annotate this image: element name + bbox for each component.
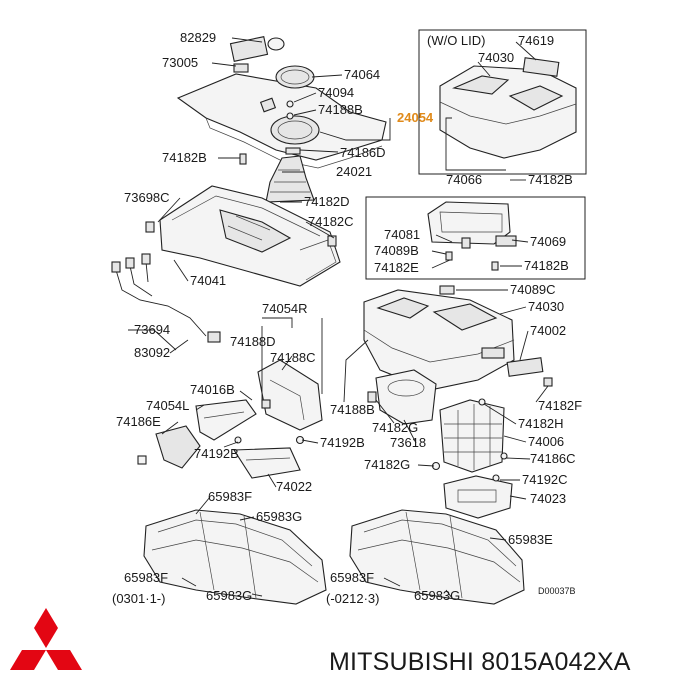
part-labels: (W/O LID) 82829 73005 74064 74094 74188B… [112,30,582,606]
part-label: 74182G [372,420,418,435]
leader-lines [128,37,549,599]
part-number: 8015A042XA [481,648,631,676]
part-label: 74186D [340,145,386,160]
console-lid [427,201,517,271]
part-label: 74006 [528,434,564,449]
console-body-left [145,185,341,287]
highlighted-part-label: 24054 [397,110,434,125]
date-range-right: (-0212·3) [326,591,379,606]
part-label: 74030 [478,50,514,65]
part-label: 74186E [116,414,161,429]
part-label: 74022 [276,479,312,494]
part-label: 74182G [364,457,410,472]
logo-diamond-right [46,650,82,670]
footer-caption: MITSUBISHI 8015A042XA [329,648,631,677]
part-label: 73694 [134,322,170,337]
mitsubishi-logo-icon [10,608,82,670]
switch-panel [506,357,544,377]
console-rear-upper [439,57,577,159]
label-variant-note: (W/O LID) [427,33,486,48]
part-label: 74192C [522,472,568,487]
wiring-harness [111,253,221,343]
part-label: 65983F [330,570,374,585]
part-label: 74089B [374,243,419,258]
part-label: 74081 [384,227,420,242]
part-label: 74066 [446,172,482,187]
side-panel-left [137,425,201,469]
part-label: 73698C [124,190,170,205]
part-label: 74192B [194,446,239,461]
brand-name: MITSUBISHI [329,648,475,676]
part-label: 74182H [518,416,564,431]
part-label: 74186C [530,451,576,466]
part-label: 73005 [162,55,198,70]
part-label: 74188B [318,102,363,117]
rear-bracket [443,474,513,519]
lower-bracket [233,435,305,479]
date-range-left: (0301·1-) [112,591,165,606]
part-label: 74192B [320,435,365,450]
without-lid-box [418,29,587,175]
part-label: 74182C [308,214,354,229]
part-label: 74188C [270,350,316,365]
part-label: 74089C [510,282,556,297]
logo-diamond-top [34,608,58,648]
mount-bracket [195,399,257,444]
part-label: 74619 [518,33,554,48]
logo-diamond-left [10,650,46,670]
part-label: 74002 [530,323,566,338]
console-rear-lower [363,285,515,391]
part-label: 74069 [530,234,566,249]
part-label: 74094 [318,85,354,100]
cup-holder [367,369,437,425]
part-label: 74182F [538,398,582,413]
part-label: 74188B [330,402,375,417]
part-label: 74182E [374,260,419,275]
storage-box [431,398,508,473]
part-label: 24021 [336,164,372,179]
part-label: 65983G [206,588,252,603]
part-label: 65983G [256,509,302,524]
part-label: 74016B [190,382,235,397]
lid-box [365,196,586,280]
part-label: 74054R [262,301,308,316]
part-label: 74182D [304,194,350,209]
part-label: 74030 [528,299,564,314]
part-label: 74182B [524,258,569,273]
part-label: 73618 [390,435,426,450]
floor-cover-right [349,509,525,605]
part-label: 65983F [124,570,168,585]
figure-code: D00037B [538,586,576,596]
shift-boot [239,153,315,203]
part-label: 74054L [146,398,189,413]
part-label: 74023 [530,491,566,506]
part-label: 82829 [180,30,216,45]
part-label: 74182B [528,172,573,187]
part-label: 65983G [414,588,460,603]
logo-diamonds [10,608,82,670]
part-label: 65983F [208,489,252,504]
part-label: 65983E [508,532,553,547]
side-panel-right [257,359,323,431]
part-label: 74188D [230,334,276,349]
floor-cover-left [143,509,327,605]
part-label: 74041 [190,273,226,288]
part-label: 74182B [162,150,207,165]
part-label: 83092 [134,345,170,360]
part-label: 74064 [344,67,380,82]
